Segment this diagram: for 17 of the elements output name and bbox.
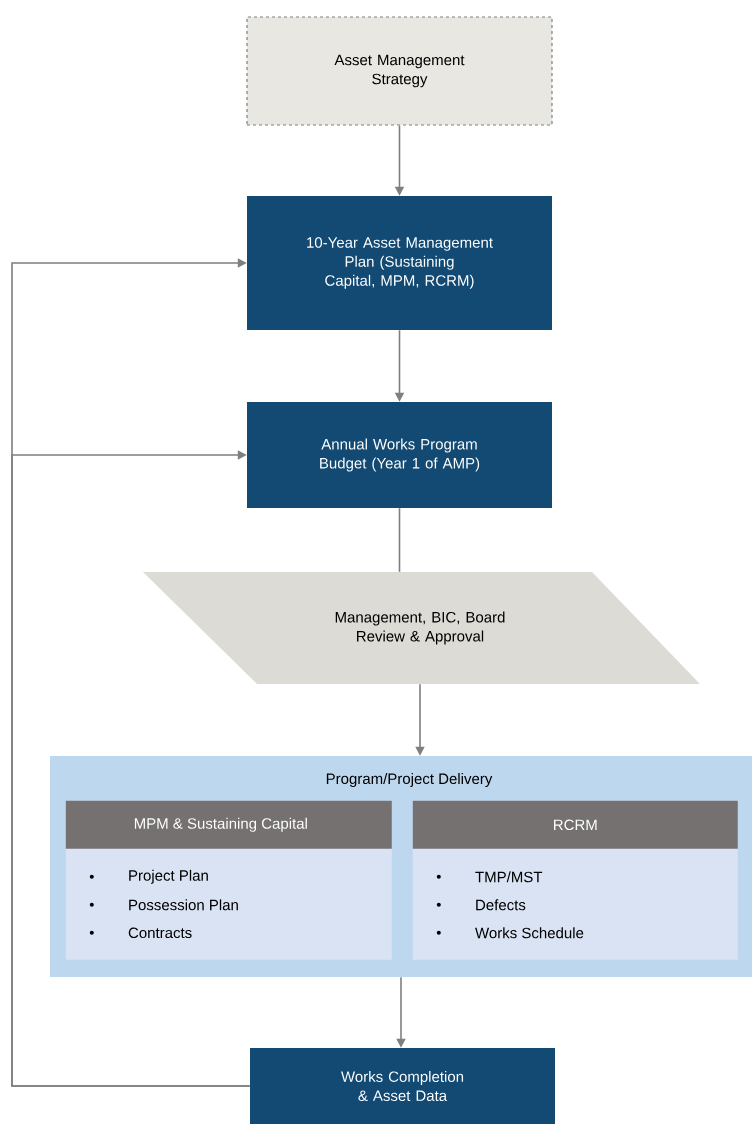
bullet-item: Defects bbox=[436, 899, 526, 911]
bullet-item: TMP/MST bbox=[436, 871, 543, 883]
process-box: 10-Year Asset Management Plan (Sustaining Capital, MPM, RCRM) bbox=[247, 196, 552, 330]
bullet-item: Project Plan bbox=[89, 869, 208, 884]
panel-heading: MPM & Sustaining Capital bbox=[134, 817, 307, 832]
process-box: Works Completion & Asset Data bbox=[250, 1048, 555, 1124]
arrow bbox=[11, 450, 251, 1087]
bullet-item: Possession Plan bbox=[89, 899, 238, 911]
panel-heading: Program/Project Delivery bbox=[326, 773, 493, 787]
parallelogram-box: Management, BIC, Board Review & Approval bbox=[143, 572, 700, 684]
panel-heading: RCRM bbox=[554, 819, 597, 831]
bullet-item: Contracts bbox=[89, 927, 192, 939]
bullet-item: Works Schedule bbox=[436, 927, 584, 939]
process-box: Annual Works Program Budget (Year 1 of AMP) bbox=[247, 402, 552, 508]
category-panel bbox=[412, 800, 738, 960]
category-panel bbox=[65, 800, 392, 960]
process-box: Asset Management Strategy bbox=[246, 16, 553, 126]
